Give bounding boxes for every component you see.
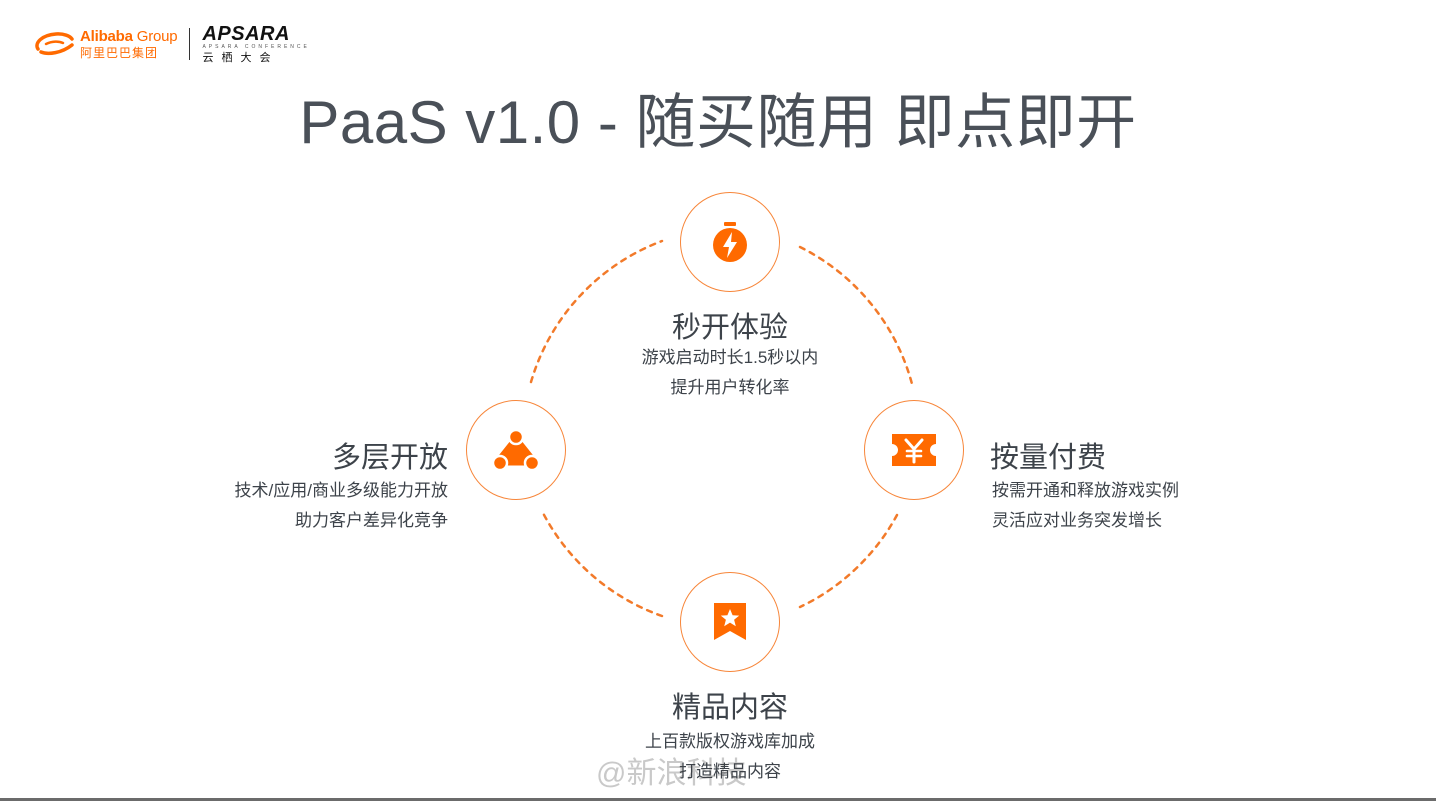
feature-right-desc: 按需开通和释放游戏实例 灵活应对业务突发增长 [992,476,1292,536]
feature-left-line1: 技术/应用/商业多级能力开放 [234,481,448,500]
feature-left-heading: 多层开放 [331,442,448,474]
share-network-icon [491,428,541,472]
feature-bottom-line2: 打造精品内容 [679,762,781,781]
ring-arc-bottom-right [798,513,899,609]
feature-top-line1: 游戏启动时长1.5秒以内 [641,348,819,367]
feature-top-desc: 游戏启动时长1.5秒以内 提升用户转化率 [580,343,880,403]
ring-arc-bottom-left [540,509,664,618]
alibaba-group: Group [136,28,178,45]
logo-row: Alibaba Group 阿里巴巴集团 APSARA APSARA CONFE… [32,24,310,64]
feature-bottom-heading: 精品内容 [671,692,788,724]
feature-top-heading: 秒开体验 [671,312,788,344]
feature-left-desc: 技术/应用/商业多级能力开放 助力客户差异化竞争 [148,476,448,536]
feature-bottom-desc: 上百款版权游戏库加成 打造精品内容 [580,727,880,787]
feature-right-line1: 按需开通和释放游戏实例 [992,481,1179,500]
node-left [466,400,566,500]
stopwatch-bolt-icon [713,222,747,262]
page-title: PaaS v1.0 - 随买随用 即点即开 [299,89,1137,156]
alibaba-en: Alibaba [80,28,133,45]
feature-right-line2: 灵活应对业务突发增长 [992,511,1162,530]
logo-divider [189,28,191,60]
node-top [680,192,780,292]
alibaba-cn: 阿里巴巴集团 [80,46,159,60]
alibaba-logo-icon [35,32,74,56]
feature-top-line2: 提升用户转化率 [670,378,790,397]
apsara-logo: APSARA APSARA CONFERENCE 云栖大会 [202,24,309,64]
apsara-sub: APSARA CONFERENCE [202,44,310,50]
apsara-cn: 云栖大会 [202,52,279,64]
alibaba-wordmark: Alibaba Group 阿里巴巴集团 [80,28,178,60]
feature-left-line2: 助力客户差异化竞争 [295,511,448,530]
feature-bottom-line1: 上百款版权游戏库加成 [645,732,815,751]
ring-arc-top-left [529,239,664,384]
star-bookmark-icon [714,603,746,640]
node-right [864,400,964,500]
bottom-divider [0,798,1436,801]
ring-arc-top-right [798,245,914,386]
apsara-en: APSARA [202,23,290,45]
node-bottom [680,572,780,672]
feature-right-heading: 按量付费 [990,442,1107,474]
watermark: @新浪科技 [596,757,747,790]
yen-ticket-icon [892,434,936,466]
